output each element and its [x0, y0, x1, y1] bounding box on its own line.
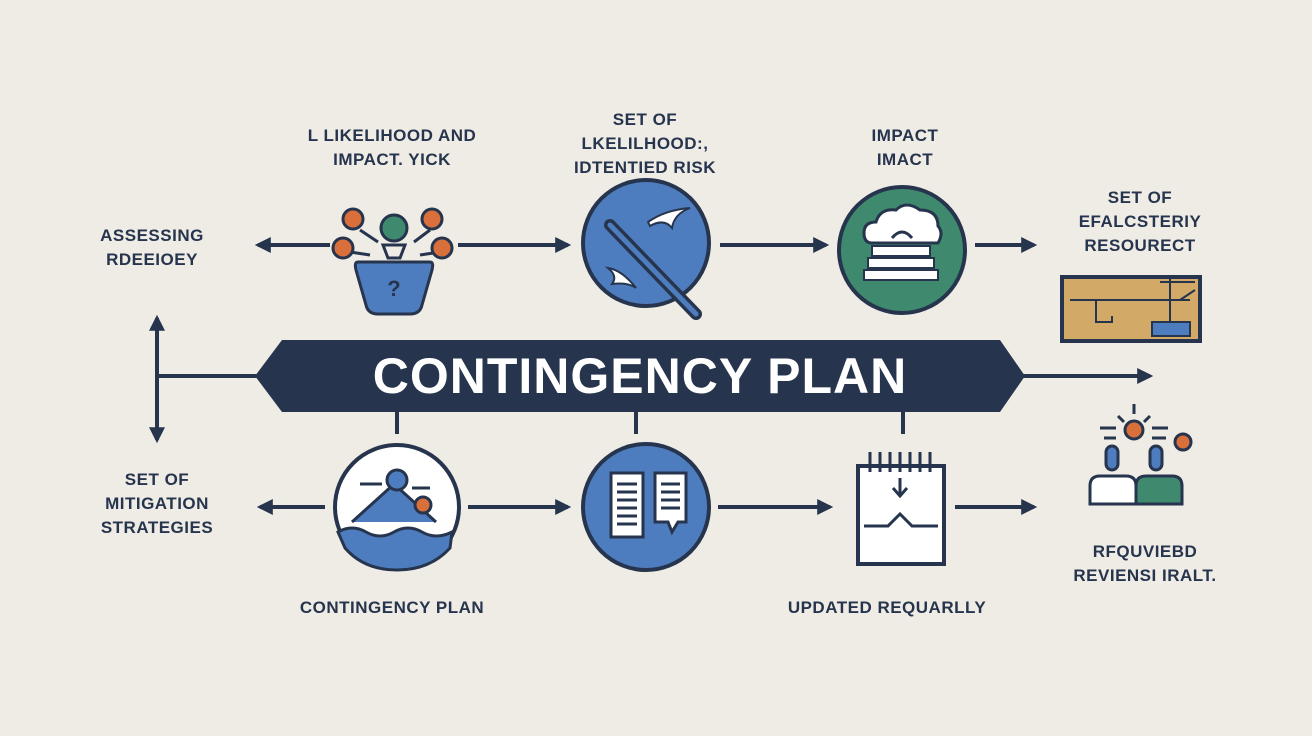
label-likelihood-impact: L LIKELIHOOD AND IMPACT. YICK — [272, 124, 512, 172]
label-line: LKELILHOOD:, — [581, 134, 709, 153]
broken-sword-icon — [581, 178, 711, 320]
risk-assessment-person-icon: ? — [331, 207, 454, 316]
review-team-icon — [1088, 404, 1193, 506]
label-line: IMPACT. YICK — [333, 150, 451, 169]
label-line: RDEEIOEY — [106, 250, 198, 269]
label-line: SET OF — [612, 110, 678, 129]
label-line: EFALCSTERIY — [1078, 212, 1202, 231]
label-line: MITIGATION — [105, 494, 209, 513]
label-line: L LIKELIHOOD AND — [307, 126, 477, 145]
label-impact: IMPACT IMACT — [830, 124, 980, 172]
svg-text:?: ? — [387, 276, 400, 301]
open-book-icon — [581, 442, 711, 572]
label-line: IDTENTIED RISK — [573, 158, 717, 177]
label-line: SET OF — [124, 470, 190, 489]
calendar-notepad-icon — [856, 452, 946, 566]
label-line: REVIENSI IRALT. — [1073, 566, 1217, 585]
label-contingency-plan-bottom: CONTINGENCY PLAN — [299, 598, 485, 617]
label-identified-risk: SET OF LKELILHOOD:, IDTENTIED RISK — [530, 108, 760, 180]
label-line: IMACT — [876, 150, 934, 169]
label-assessing: ASSESSING RDEEIOEY — [72, 224, 232, 272]
contingency-plan-banner — [255, 340, 1025, 412]
label-mitigation-strategies: SET OF MITIGATION STRATEGIES — [72, 468, 242, 540]
banner-title: CONTINGENCY PLAN — [372, 348, 908, 404]
label-resources: SET OF EFALCSTERIY RESOURECT — [1050, 186, 1230, 258]
label-line: SET OF — [1107, 188, 1173, 207]
label-review: RFQUVIEBD REVIENSI IRALT. — [1050, 540, 1240, 588]
label-line: IMPACT — [871, 126, 939, 145]
cloud-server-icon — [837, 185, 967, 315]
person-on-waves-icon — [333, 443, 461, 572]
resource-board-icon — [1060, 275, 1202, 343]
label-updated-regularly: UPDATED REQUARLLY — [787, 598, 987, 617]
connector-lines — [149, 237, 1154, 515]
label-line: STRATEGIES — [100, 518, 214, 537]
label-line: ASSESSING — [100, 226, 204, 245]
label-line: RFQUVIEBD — [1092, 542, 1198, 561]
label-line: RESOURECT — [1084, 236, 1196, 255]
